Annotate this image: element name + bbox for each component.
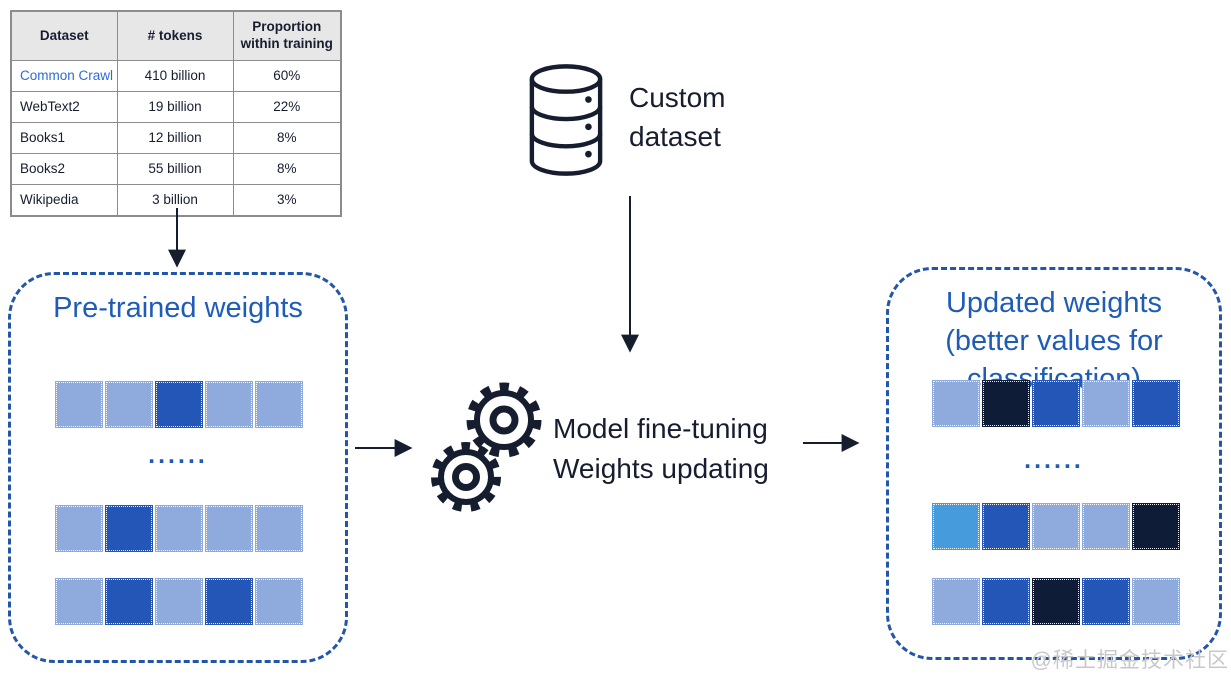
weight-cell-medium [105,505,153,552]
tokens-cell: 55 billion [116,153,234,185]
tokens-cell: 19 billion [116,91,234,123]
proportion-cell: 8% [232,153,342,185]
table-row: WebText2 19 billion 22% [10,91,342,123]
pretrained-weights-box: Pre-trained weights ...... [8,272,348,663]
tokens-cell: 410 billion [116,60,234,92]
table-row: Wikipedia 3 billion 3% [10,184,342,217]
col-header-dataset: Dataset [10,10,118,61]
weight-row [932,503,1180,550]
dataset-cell: Books2 [10,153,118,185]
weight-cell-light [1132,578,1180,625]
weight-cell-medium [205,578,253,625]
weight-cell-light [255,381,303,428]
col-header-tokens: # tokens [116,10,234,61]
weight-cell-light [255,578,303,625]
weight-cell-medium [1032,380,1080,427]
weight-cell-light [55,381,103,428]
updated-weights-box: Updated weights (better values for class… [886,267,1222,660]
weight-cell-light [1082,503,1130,550]
weight-row [55,505,303,552]
ellipsis-dots: ...... [1024,446,1084,474]
proportion-cell: 3% [232,184,342,217]
proportion-cell: 8% [232,122,342,154]
weight-cell-light [55,578,103,625]
dataset-table: Dataset # tokens Proportion within train… [10,10,342,217]
dataset-link-common-crawl[interactable]: Common Crawl [10,60,118,92]
table-row: Common Crawl 410 billion 60% [10,60,342,92]
weight-cell-dark [1132,503,1180,550]
weight-cell-medium [1082,578,1130,625]
weight-cell-light [255,505,303,552]
weight-cell-light [205,381,253,428]
dataset-cell: Books1 [10,122,118,154]
weight-row [932,578,1180,625]
weight-row [55,578,303,625]
weight-cell-dark [1032,578,1080,625]
weight-cell-light [105,381,153,428]
weight-cell-dark [982,380,1030,427]
weight-cell-medium [155,381,203,428]
col-header-proportion: Proportion within training [232,10,342,61]
table-row: Books1 12 billion 8% [10,122,342,154]
pretrained-box-title: Pre-trained weights [53,292,303,324]
process-line2: Weights updating [553,453,769,484]
process-line1: Model fine-tuning [553,413,768,444]
weight-cell-light [155,578,203,625]
weight-cell-medium [1132,380,1180,427]
tokens-cell: 12 billion [116,122,234,154]
weight-cell-light [932,578,980,625]
process-label: Model fine-tuning Weights updating [553,409,769,489]
table-header-row: Dataset # tokens Proportion within train… [10,10,342,61]
weight-cell-light [1032,503,1080,550]
weight-row [55,381,303,428]
custom-dataset-label: Custom dataset [629,82,726,152]
weight-cell-light [1082,380,1130,427]
weight-cell-cyan [932,503,980,550]
weight-cell-medium [982,578,1030,625]
proportion-cell: 22% [232,91,342,123]
tokens-cell: 3 billion [116,184,234,217]
weight-cell-medium [982,503,1030,550]
weight-cell-light [932,380,980,427]
proportion-cell: 60% [232,60,342,92]
weight-cell-light [155,505,203,552]
weight-cell-light [205,505,253,552]
table-row: Books2 55 billion 8% [10,153,342,185]
weight-cell-medium [105,578,153,625]
weight-cell-light [55,505,103,552]
dataset-cell: Wikipedia [10,184,118,217]
database-icon [529,64,603,176]
weight-row [932,380,1180,427]
watermark: @稀土掘金技术社区 [1030,649,1229,672]
dataset-cell: WebText2 [10,91,118,123]
ellipsis-dots: ...... [148,441,208,469]
gears-icon [431,382,542,512]
